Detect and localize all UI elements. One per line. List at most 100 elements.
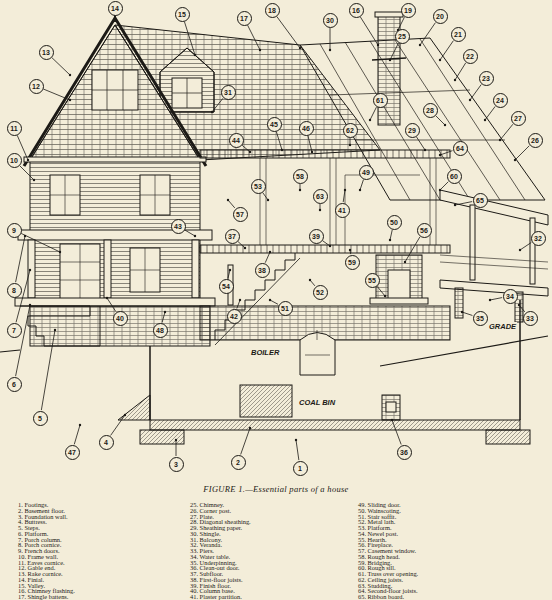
callout-number: 62 (346, 127, 354, 134)
callout-circle: 2 (231, 455, 246, 470)
callout-number: 18 (268, 7, 276, 14)
callout-circle: 55 (365, 273, 380, 288)
callout-circle: 6 (7, 377, 22, 392)
callout-circle: 53 (251, 179, 266, 194)
leader-line (228, 270, 230, 278)
callout-number: 52 (316, 289, 324, 296)
callout-number: 31 (224, 89, 232, 96)
leader-line (390, 230, 392, 240)
leader-line (248, 25, 260, 50)
leader-dot (369, 119, 371, 121)
leader-dot (461, 311, 463, 313)
callout-circle: 15 (175, 7, 190, 22)
callout-number: 19 (404, 7, 412, 14)
callout-number: 29 (408, 127, 416, 134)
callout-circle: 14 (108, 1, 123, 16)
leader-dot (424, 149, 426, 151)
callout-number: 14 (111, 5, 119, 12)
leader-line (238, 241, 245, 248)
leader-line (377, 286, 385, 296)
callout-number: 21 (454, 31, 462, 38)
leader-dot (295, 439, 297, 441)
callout-number: 46 (302, 125, 310, 132)
callout-number: 11 (10, 125, 17, 132)
leader-line (212, 98, 223, 112)
leader-line (360, 17, 378, 45)
leader-dot (311, 151, 313, 153)
callout-number: 55 (368, 277, 376, 284)
callout-circle: 3 (169, 457, 184, 472)
leader-dot (499, 139, 501, 141)
leader-dot (29, 304, 31, 306)
callout-circle: 13 (39, 45, 54, 60)
callout-number: 24 (496, 97, 504, 104)
callout-number: 12 (32, 83, 40, 90)
callout-number: 27 (514, 115, 522, 122)
callout-number: 64 (456, 145, 464, 152)
callout-circle: 48 (153, 323, 168, 338)
callout-number: 35 (476, 315, 484, 322)
leader-dot (484, 119, 486, 121)
callout-number: 53 (254, 183, 262, 190)
callout-circle: 8 (7, 283, 22, 298)
callout-number: 51 (281, 305, 289, 312)
callout-number: 23 (482, 75, 490, 82)
callout-circle: 59 (345, 255, 360, 270)
leader-line (263, 193, 268, 200)
leader-dot (389, 59, 391, 61)
leader-dot (349, 144, 351, 146)
leader-line (405, 237, 420, 262)
leader-line (440, 151, 452, 155)
leader-dot (419, 44, 421, 46)
leader-dot (267, 199, 269, 201)
leader-dot (299, 47, 301, 49)
callout-number: 38 (258, 267, 266, 274)
leader-dot (249, 427, 251, 429)
callout-circle: 4 (99, 435, 114, 450)
leader-line (370, 107, 376, 120)
callout-number: 50 (390, 219, 398, 226)
leader-dot (239, 299, 241, 301)
callout-circle: 39 (309, 229, 324, 244)
leader-line (277, 16, 300, 48)
leader-line (392, 420, 401, 445)
leader-dot (79, 424, 81, 426)
callout-circle: 10 (7, 153, 22, 168)
leader-dot (384, 295, 386, 297)
callout-number: 7 (12, 327, 16, 334)
key-entry: 41. Plaster partition. (190, 594, 242, 600)
callout-number: 57 (236, 211, 244, 218)
leader-line (390, 43, 398, 60)
callout-number: 48 (156, 327, 164, 334)
callout-number: 9 (12, 227, 16, 234)
callout-number: 22 (466, 53, 474, 60)
key-entry: 65. Ribbon board. (358, 594, 404, 600)
leader-dot (518, 304, 520, 306)
leader-dot (309, 279, 311, 281)
leader-line (111, 415, 125, 435)
leader-dot (194, 54, 196, 56)
leader-line (462, 312, 472, 315)
leader-line (520, 242, 531, 250)
callout-number: 10 (10, 157, 18, 164)
leader-dot (389, 239, 391, 241)
leader-dot (439, 154, 441, 156)
leader-dot (269, 299, 271, 301)
callout-number: 39 (312, 233, 320, 240)
leader-line (485, 106, 495, 120)
callout-circle: 27 (511, 111, 526, 126)
callout-number: 60 (450, 173, 458, 180)
leader-line (296, 440, 299, 460)
callout-number: 36 (400, 449, 408, 456)
callout-number: 56 (420, 227, 428, 234)
callout-circle: 9 (7, 223, 22, 238)
callout-number: 8 (12, 287, 16, 294)
leader-line (16, 236, 25, 282)
callout-circle: 32 (531, 231, 546, 246)
leader-line (184, 22, 195, 55)
leader-line (242, 145, 250, 152)
leader-line (420, 23, 435, 45)
callout-circle: 16 (349, 3, 364, 18)
